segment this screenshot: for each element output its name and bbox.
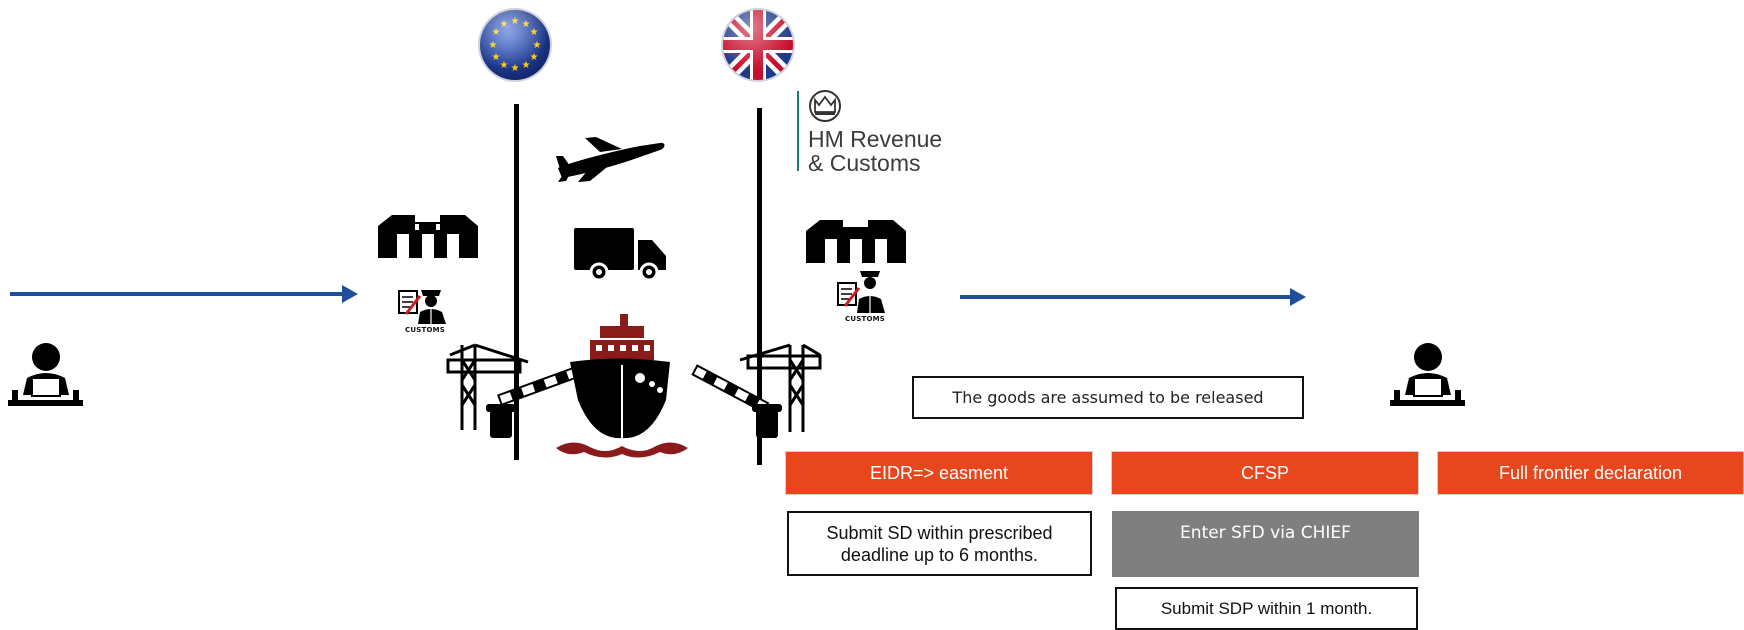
ship-icon [556, 314, 688, 458]
submit-sd-box: Submit SD within prescribed deadline up … [787, 511, 1092, 576]
uk-flag-icon [721, 8, 795, 82]
enter-sfd-box: Enter SFD via CHIEF [1112, 511, 1419, 577]
customs-officer-right-icon [837, 271, 885, 313]
submit-sdp-text: Submit SDP within 1 month. [1160, 598, 1373, 618]
uk-border-line [757, 108, 762, 465]
port-crane-left-icon [446, 343, 529, 430]
cfsp-box: CFSP [1111, 451, 1419, 495]
customs-officer-left-icon [398, 290, 446, 324]
airplane-icon [556, 137, 665, 182]
barrier-left-icon [486, 363, 588, 438]
port-crane-right-icon [739, 343, 822, 432]
eu-border-line [514, 104, 519, 460]
person-at-desk-left-icon [8, 343, 83, 406]
submit-sd-text: Submit SD within prescribed deadline up … [826, 522, 1053, 565]
hmrc-crown-icon [809, 90, 841, 122]
enter-sfd-text: Enter SFD via CHIEF [1180, 523, 1351, 543]
submit-sdp-box: Submit SDP within 1 month. [1115, 587, 1418, 630]
customs-label-left: CUSTOMS [405, 326, 445, 334]
hmrc-logo-text: HM Revenue & Customs [808, 126, 943, 176]
warehouse-left-icon [378, 215, 478, 258]
eu-flag-icon: ★ ★ ★ ★ ★ ★ ★ ★ ★ ★ ★ ★ [478, 8, 552, 82]
warehouse-right-icon [806, 220, 906, 263]
person-at-desk-right-icon [1390, 343, 1465, 406]
arrow-right-flow [960, 288, 1306, 306]
truck-icon [574, 228, 666, 282]
full-frontier-text: Full frontier declaration [1498, 462, 1683, 483]
customs-label-right: CUSTOMS [845, 315, 885, 323]
cfsp-text: CFSP [1240, 462, 1289, 483]
eidr-text: EIDR=> easment [869, 462, 1009, 483]
eidr-box: EIDR=> easment [785, 451, 1093, 495]
goods-released-box: The goods are assumed to be released [912, 376, 1304, 419]
arrow-left-flow [10, 285, 358, 303]
full-frontier-box: Full frontier declaration [1437, 451, 1744, 495]
hmrc-logo-rule [797, 91, 799, 171]
barrier-right-icon [691, 364, 782, 438]
goods-released-text: The goods are assumed to be released [952, 387, 1264, 407]
